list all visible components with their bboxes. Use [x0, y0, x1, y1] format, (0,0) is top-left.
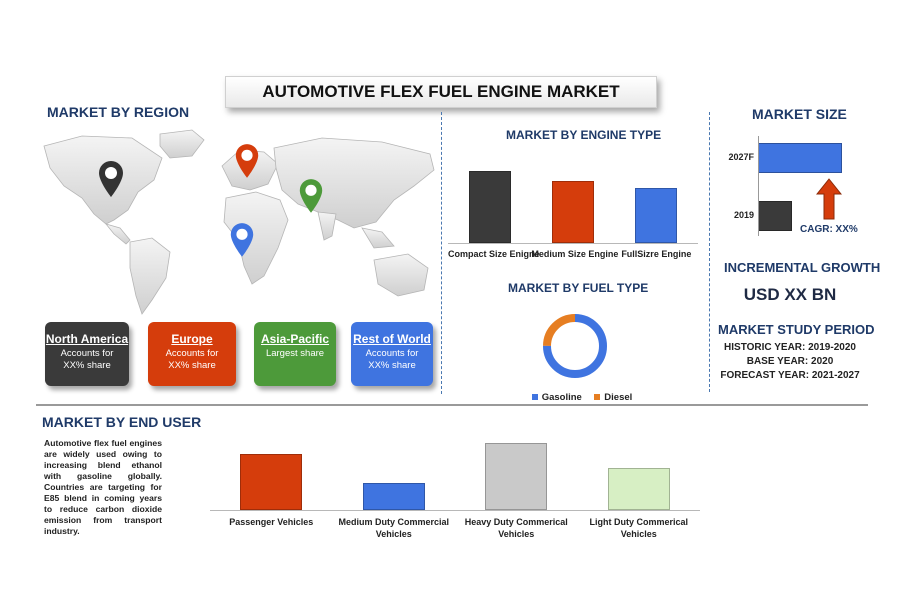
end-user-heading: MARKET BY END USER — [42, 414, 202, 430]
up-arrow-icon — [816, 178, 842, 220]
tick-label-light-duty-commerical-vehicles: Light Duty Commerical Vehicles — [589, 517, 688, 539]
location-pin-icon-green — [299, 179, 323, 213]
divider-left — [441, 112, 442, 394]
bar-compact-size-enigne — [468, 171, 511, 243]
region-desc: Largest share — [265, 348, 325, 359]
market-size-heading: MARKET SIZE — [752, 106, 847, 122]
location-pin-icon-blue — [230, 223, 254, 257]
region-heading: MARKET BY REGION — [47, 104, 190, 120]
end-user-chart: Passenger Vehicles Medium Duty Commercial… — [210, 425, 700, 543]
region-name: Asia-Pacific — [260, 332, 330, 346]
tick-label-passenger-vehicles: Passenger Vehicles — [229, 517, 314, 527]
incremental-growth-value: USD XX BN — [743, 285, 837, 304]
legend-item-diesel: Diesel — [594, 392, 632, 403]
section-divider — [36, 404, 868, 406]
south-america-shape — [129, 237, 171, 315]
region-name: Europe — [171, 332, 213, 346]
legend-swatch — [594, 394, 601, 400]
southeast-asia-shape — [361, 227, 395, 249]
tick-label-2027f: 2027F — [728, 152, 754, 162]
region-box-rest-of-world: Rest of World Accounts for XX% share — [351, 322, 433, 386]
bar-heavy-duty-commerical-vehicles — [485, 442, 548, 510]
legend-swatch — [531, 394, 538, 400]
tick-label-2019: 2019 — [733, 210, 754, 220]
market-size-chart: 2027F 2019 — [716, 136, 856, 236]
region-name: North America — [45, 332, 129, 346]
engine-type-heading: MARKET BY ENGINE TYPE — [506, 128, 662, 142]
incremental-growth-heading: INCREMENTAL GROWTH — [724, 260, 881, 275]
bar-medium-size-engine — [552, 181, 594, 243]
greenland-shape — [159, 129, 205, 159]
fuel-legend: Gasoline Diesel — [512, 387, 652, 405]
tick-label-heavy-duty-commerical-vehicles: Heavy Duty Commerical Vehicles — [464, 517, 568, 539]
base-year: BASE YEAR: 2020 — [746, 356, 834, 367]
region-box-asia-pacific: Asia-Pacific Largest share — [254, 322, 336, 386]
bar-light-duty-commerical-vehicles — [607, 467, 670, 510]
bar-medium-duty-commercial-vehicles — [362, 482, 425, 510]
slice-diesel — [543, 314, 607, 378]
chart-axis — [758, 136, 759, 236]
study-period-heading: MARKET STUDY PERIOD — [718, 322, 875, 337]
region-desc: Accounts for XX% share — [365, 348, 419, 371]
end-user-description: Automotive flex fuel engines are widely … — [44, 438, 162, 536]
legend-item-gasoline: Gasoline — [531, 391, 582, 403]
tick-label-medium-duty-commercial-vehicles: Medium Duty Commercial Vehicles — [338, 517, 450, 539]
study-period-list: HISTORIC YEAR: 2019-2020 BASE YEAR: 2020… — [710, 342, 870, 381]
bar-fullsizre-engine — [635, 188, 678, 243]
historic-year: HISTORIC YEAR: 2019-2020 — [724, 342, 856, 353]
fuel-type-donut — [543, 314, 607, 378]
bar-2027f — [758, 143, 842, 173]
legend-label: Diesel — [604, 391, 633, 403]
region-box-europe: Europe Accounts for XX% share — [148, 322, 236, 386]
cagr-label: CAGR: XX% — [800, 224, 858, 235]
chart-baseline — [210, 510, 700, 511]
central-america-shape — [104, 223, 131, 245]
region-name: Rest of World — [353, 332, 431, 346]
india-shape — [317, 211, 337, 241]
tick-label-medium-size-engine: Medium Size Engine — [531, 249, 619, 259]
tick-label-compact-size-enigne: Compact Size Enigne — [448, 249, 540, 259]
bar-2019 — [758, 201, 792, 231]
australia-shape — [373, 253, 429, 297]
location-pin-icon-black — [99, 161, 123, 197]
bar-passenger-vehicles — [240, 453, 303, 510]
forecast-year: FORECAST YEAR: 2021-2027 — [720, 370, 860, 381]
page-title: AUTOMOTIVE FLEX FUEL ENGINE MARKET — [225, 76, 657, 108]
region-box-north-america: North America Accounts for XX% share — [45, 322, 129, 386]
region-desc: Accounts for XX% share — [60, 348, 114, 371]
location-pin-icon-red — [235, 144, 259, 178]
chart-baseline — [448, 243, 698, 244]
fuel-type-heading: MARKET BY FUEL TYPE — [508, 281, 649, 295]
tick-label-fullsizre-engine: FullSizre Engine — [621, 249, 692, 259]
divider-right — [709, 112, 710, 392]
region-desc: Accounts for XX% share — [165, 348, 219, 371]
legend-label: Gasoline — [541, 391, 582, 403]
